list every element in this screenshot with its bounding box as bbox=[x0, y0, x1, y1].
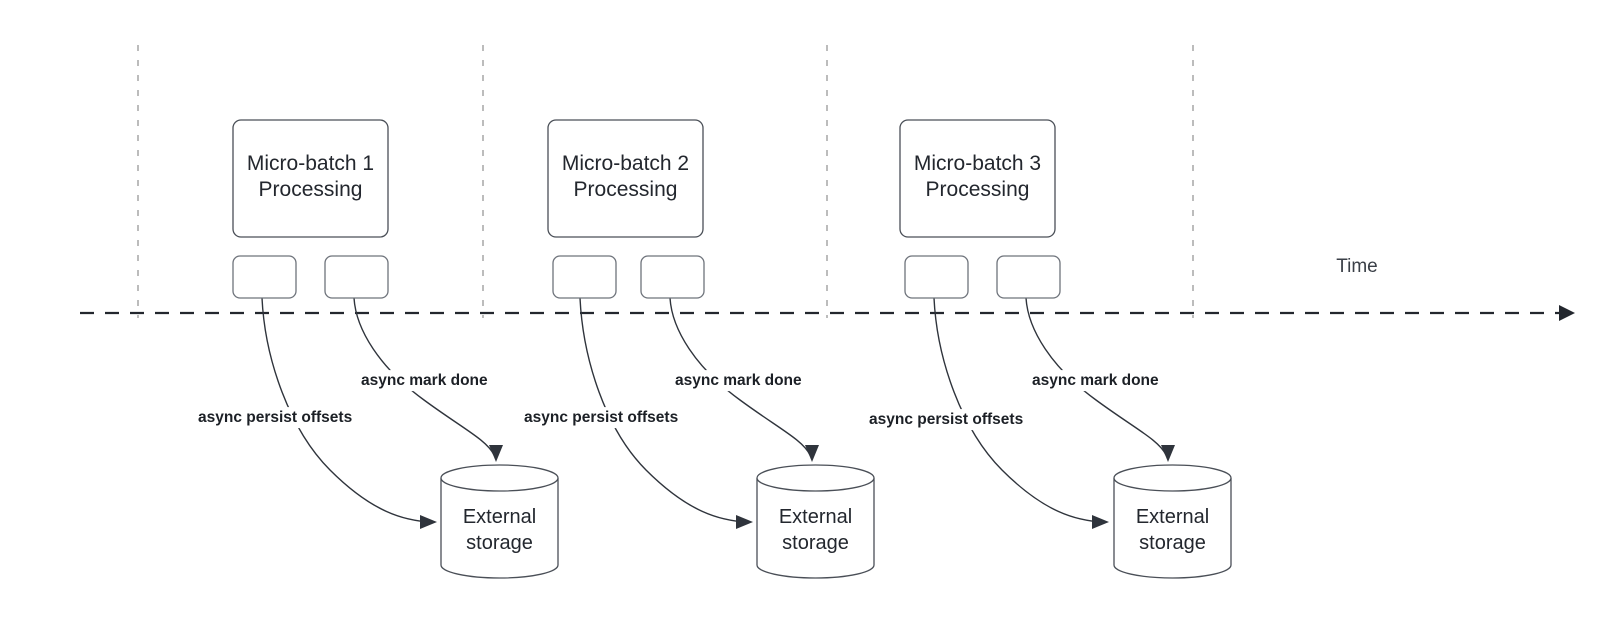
edge-persist-offsets bbox=[933, 297, 1105, 523]
micro-batch-box[interactable] bbox=[899, 119, 1056, 238]
external-storage-label-line1: External bbox=[779, 506, 852, 528]
task-box-right[interactable] bbox=[640, 255, 705, 299]
edge-persist-offsets-label: async persist offsets bbox=[524, 409, 678, 426]
external-storage-body bbox=[756, 478, 875, 579]
external-storage-body bbox=[440, 478, 559, 579]
micro-batch-label-line1: Micro-batch 1 bbox=[247, 152, 374, 175]
edge-persist-offsets bbox=[579, 297, 749, 523]
external-storage-label-line1: External bbox=[463, 506, 536, 528]
micro-batch-box[interactable] bbox=[232, 119, 389, 238]
edge-mark-done-label-backdrop bbox=[671, 370, 807, 392]
edge-persist-offsets-label-backdrop bbox=[520, 407, 683, 429]
divider-layer bbox=[137, 45, 1194, 318]
micro-batch-label-line2: Processing bbox=[259, 178, 363, 201]
micro-batch-label-line1: Micro-batch 3 bbox=[914, 152, 1041, 175]
external-storage-label-line1: External bbox=[1136, 506, 1209, 528]
external-storage-top bbox=[440, 464, 559, 492]
edge-mark-done-arrowhead bbox=[805, 445, 819, 462]
external-storage-body bbox=[1113, 478, 1232, 579]
task-box-right[interactable] bbox=[996, 255, 1061, 299]
edge-mark-done bbox=[353, 297, 495, 456]
edge-persist-offsets-arrowhead bbox=[420, 515, 437, 529]
external-storage-label-line2: storage bbox=[466, 532, 533, 554]
edge-persist-offsets-label: async persist offsets bbox=[869, 411, 1023, 428]
edge-persist-offsets bbox=[261, 297, 433, 523]
micro-batch-label-line2: Processing bbox=[574, 178, 678, 201]
edge-label-layer: async persist offsets async mark done asyn… bbox=[194, 370, 1164, 431]
external-storage-label-line2: storage bbox=[782, 532, 849, 554]
task-box-left[interactable] bbox=[232, 255, 297, 299]
timeline-arrowhead bbox=[1559, 305, 1575, 321]
micro-batch-label-line1: Micro-batch 2 bbox=[562, 152, 689, 175]
edge-mark-done-label-backdrop bbox=[357, 370, 493, 392]
edge-persist-offsets-arrowhead bbox=[736, 515, 753, 529]
edge-mark-done-label: async mark done bbox=[1032, 372, 1159, 389]
edge-mark-done bbox=[669, 297, 811, 456]
edge-layer bbox=[261, 297, 1175, 529]
edge-mark-done-arrowhead bbox=[489, 445, 503, 462]
edge-persist-offsets-label-backdrop bbox=[865, 409, 1028, 431]
task-box-left[interactable] bbox=[904, 255, 969, 299]
external-storage-top bbox=[1113, 464, 1232, 492]
edge-mark-done-label: async mark done bbox=[675, 372, 802, 389]
edge-mark-done bbox=[1025, 297, 1167, 456]
edge-mark-done-arrowhead bbox=[1161, 445, 1175, 462]
micro-batch-box[interactable] bbox=[547, 119, 704, 238]
external-storage-label-line2: storage bbox=[1139, 532, 1206, 554]
edge-persist-offsets-label-backdrop bbox=[194, 407, 357, 429]
micro-batch-label-line2: Processing bbox=[926, 178, 1030, 201]
timeline-layer: Time bbox=[80, 256, 1575, 321]
edge-mark-done-label-backdrop bbox=[1028, 370, 1164, 392]
task-box-right[interactable] bbox=[324, 255, 389, 299]
edge-persist-offsets-label: async persist offsets bbox=[198, 409, 352, 426]
external-storage-top bbox=[756, 464, 875, 492]
edge-persist-offsets-arrowhead bbox=[1092, 515, 1109, 529]
timeline-label: Time bbox=[1336, 256, 1378, 277]
task-box-left[interactable] bbox=[552, 255, 617, 299]
edge-mark-done-label: async mark done bbox=[361, 372, 488, 389]
